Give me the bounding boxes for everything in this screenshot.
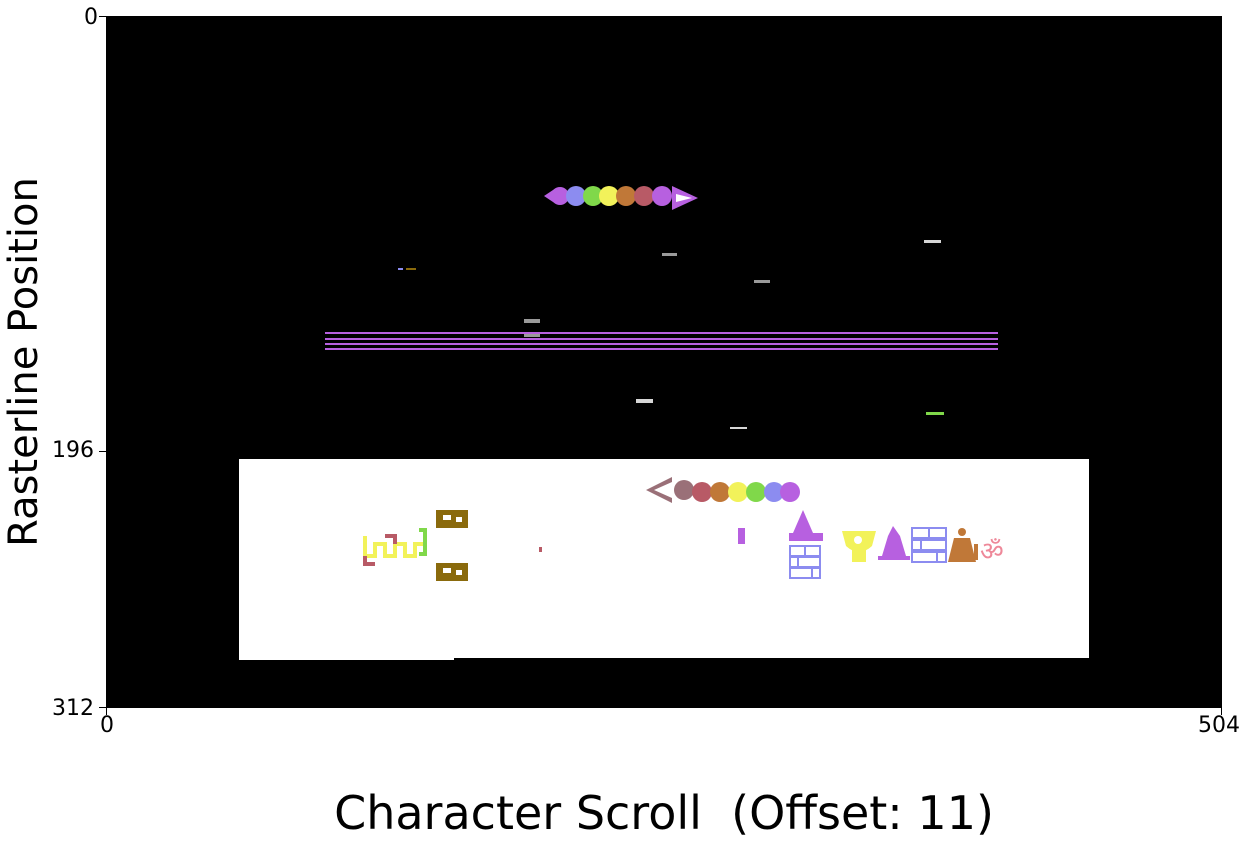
y-tick-0: 0: [84, 5, 98, 30]
y-tick-312: 312: [52, 696, 94, 721]
rainbow-arrow-bottom: [646, 477, 800, 503]
y-tickmark-0: [99, 16, 106, 17]
y-axis-label: Rasterline Position: [1, 177, 47, 547]
raster-screen: ॐ: [106, 16, 1222, 708]
icon-row: ॐ: [738, 510, 1004, 579]
logo-blocks-left: [436, 510, 468, 581]
x-tick-504: 504: [1198, 713, 1240, 738]
y-tickmark-312: [99, 707, 106, 708]
screen-window-edge: [239, 656, 454, 660]
x-tickmark-0: [106, 708, 107, 715]
om-symbol: ॐ: [980, 537, 1004, 567]
rainbow-arrow-top: [544, 186, 698, 210]
y-tickmark-196: [99, 451, 106, 452]
y-tick-196: 196: [52, 438, 94, 463]
trophy-icon: [842, 531, 876, 562]
figure-icon: [948, 528, 978, 562]
raster-bar: [325, 332, 998, 350]
tower-icon: [789, 510, 823, 579]
logo-charset-left: [363, 528, 427, 566]
x-tickmark-504: [1221, 708, 1222, 715]
bell-icon: [878, 526, 910, 560]
x-tick-0: 0: [100, 713, 114, 738]
raster-specks: [398, 240, 944, 552]
x-axis-label: Character Scroll (Offset: 11): [334, 786, 994, 840]
brick-wall-icon: [911, 527, 947, 563]
